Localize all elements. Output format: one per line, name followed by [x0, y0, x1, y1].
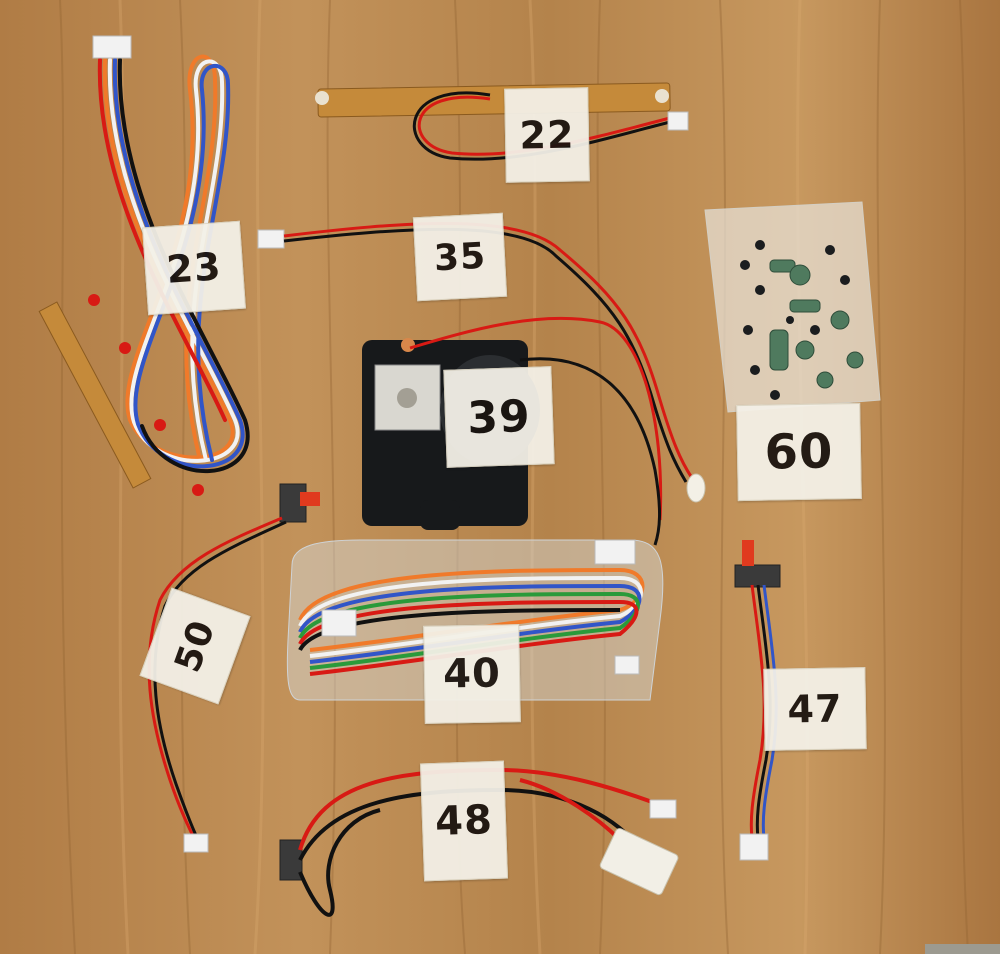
screw-bag-60: [704, 201, 881, 413]
connector-23: [92, 35, 132, 59]
label-35-text: 35: [432, 235, 488, 279]
label-40-text: 40: [442, 650, 502, 698]
label-39-text: 39: [466, 390, 532, 444]
tape-label-48: 48: [419, 760, 509, 882]
label-48-text: 48: [434, 797, 494, 845]
label-47-text: 47: [787, 686, 843, 732]
tape-label-35: 35: [412, 212, 508, 302]
label-50-text: 50: [166, 614, 224, 678]
led-strip-23: [38, 294, 204, 496]
tape-label-39: 39: [443, 366, 555, 468]
tape-label-47: 47: [763, 667, 867, 751]
tape-label-23: 23: [142, 220, 246, 316]
tape-label-60: 60: [736, 402, 862, 502]
tape-label-22: 22: [504, 87, 590, 183]
label-22-text: 22: [519, 112, 575, 158]
label-23-text: 23: [165, 244, 223, 292]
floor-edge: [925, 944, 1000, 954]
tape-label-40: 40: [423, 624, 521, 724]
power-harness-48: [279, 767, 679, 917]
label-60-text: 60: [764, 423, 834, 481]
ribbon-cable-bag-40: [286, 539, 664, 701]
